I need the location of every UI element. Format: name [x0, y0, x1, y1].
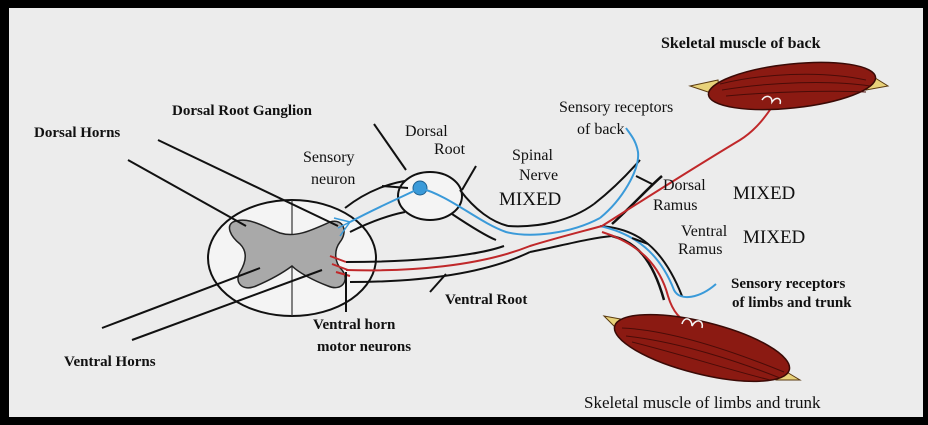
label-dorsal-root-ganglion: Dorsal Root Ganglion	[172, 104, 312, 120]
spinal-cord	[208, 200, 376, 316]
label-ventral-ramus-1: Ventral	[681, 224, 727, 241]
label-ventral-ramus-2: Ramus	[678, 242, 722, 259]
label-ventral-ramus-mixed: MIXED	[743, 228, 805, 248]
label-sensory-receptors-back-1: Sensory receptors	[559, 100, 673, 117]
label-spinal-nerve-mixed: MIXED	[499, 190, 561, 210]
label-sensory-neuron-2: neuron	[311, 172, 355, 189]
label-dorsal-root-2: Root	[434, 142, 465, 159]
dorsal-root-ganglion	[398, 172, 462, 220]
label-dorsal-ramus-1: Dorsal	[663, 178, 706, 195]
label-dorsal-root-1: Dorsal	[405, 124, 448, 141]
label-sensory-neuron-1: Sensory	[303, 150, 355, 167]
label-ventral-horn-motor-2: motor neurons	[317, 340, 411, 356]
label-ventral-horn-motor-1: Ventral horn	[313, 318, 395, 334]
label-skeletal-muscle-limbs: Skeletal muscle of limbs and trunk	[584, 394, 821, 412]
label-sensory-receptors-limbs-2: of limbs and trunk	[732, 296, 852, 312]
label-dorsal-ramus-mixed: MIXED	[733, 184, 795, 204]
label-spinal-nerve-1: Spinal	[512, 148, 553, 165]
label-skeletal-muscle-back: Skeletal muscle of back	[661, 36, 821, 53]
label-spinal-nerve-2: Nerve	[519, 168, 558, 185]
label-sensory-receptors-limbs-1: Sensory receptors	[731, 277, 845, 293]
label-dorsal-horns: Dorsal Horns	[34, 126, 120, 142]
label-sensory-receptors-back-2: of back	[577, 122, 625, 139]
label-dorsal-ramus-2: Ramus	[653, 198, 697, 215]
label-ventral-root: Ventral Root	[445, 293, 527, 309]
label-ventral-horns: Ventral Horns	[64, 355, 156, 371]
